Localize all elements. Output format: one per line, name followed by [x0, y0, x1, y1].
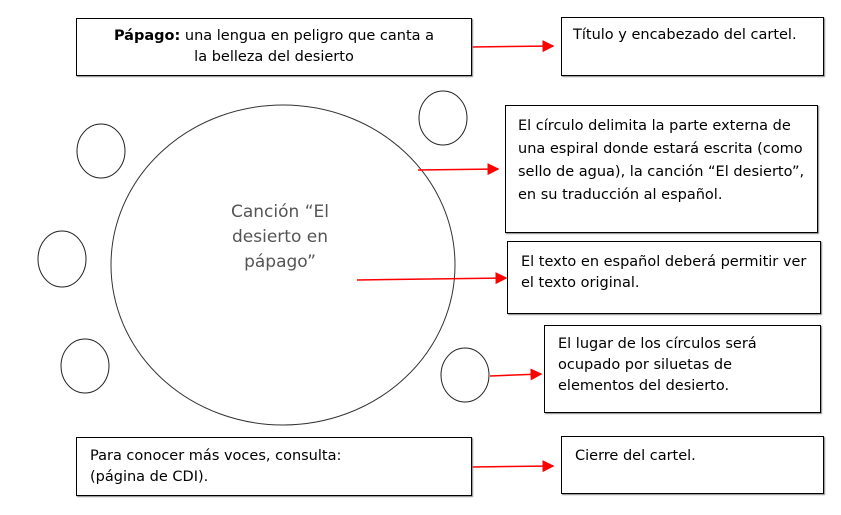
circle-label-line: pápago” — [244, 252, 316, 272]
footer-line: (página de CDI). — [90, 469, 209, 485]
note-text: Título y encabezado del cartel. — [573, 27, 797, 43]
footer-line: Para conocer más voces, consulta: — [90, 448, 342, 464]
small-circle — [60, 338, 110, 394]
title-box: Pápago: una lengua en peligro que canta … — [76, 18, 472, 76]
title-text: una lengua en peligro que canta a la bel… — [180, 28, 435, 65]
small-circle — [440, 347, 490, 403]
note-spanish-text: El texto en español deberá permitir ver … — [507, 241, 821, 314]
note-text: El lugar de los círculos será ocupado po… — [558, 336, 757, 394]
arrow — [417, 163, 500, 176]
arrow — [356, 272, 508, 285]
main-circle — [110, 104, 456, 426]
note-circle: El círculo delimita la parte externa de … — [505, 105, 818, 233]
note-title: Título y encabezado del cartel. — [561, 17, 824, 76]
small-circle — [37, 230, 87, 288]
small-circle — [76, 123, 126, 179]
circle-label: Canción “El desierto en pápago” — [190, 200, 370, 275]
circle-label-line: desierto en — [232, 227, 328, 247]
arrow — [470, 40, 555, 53]
circle-label-line: Canción “El — [231, 202, 329, 222]
small-circle — [418, 90, 468, 146]
note-text: Cierre del cartel. — [575, 448, 696, 464]
footer-box: Para conocer más voces, consulta: (págin… — [76, 437, 472, 496]
note-small-circles: El lugar de los círculos será ocupado po… — [544, 325, 821, 413]
arrow — [489, 368, 543, 381]
note-text: El texto en español deberá permitir ver … — [521, 254, 807, 291]
note-closing: Cierre del cartel. — [561, 436, 824, 494]
title-bold: Pápago: — [113, 28, 181, 44]
note-text: El círculo delimita la parte externa de … — [518, 118, 805, 203]
arrow — [470, 460, 555, 473]
